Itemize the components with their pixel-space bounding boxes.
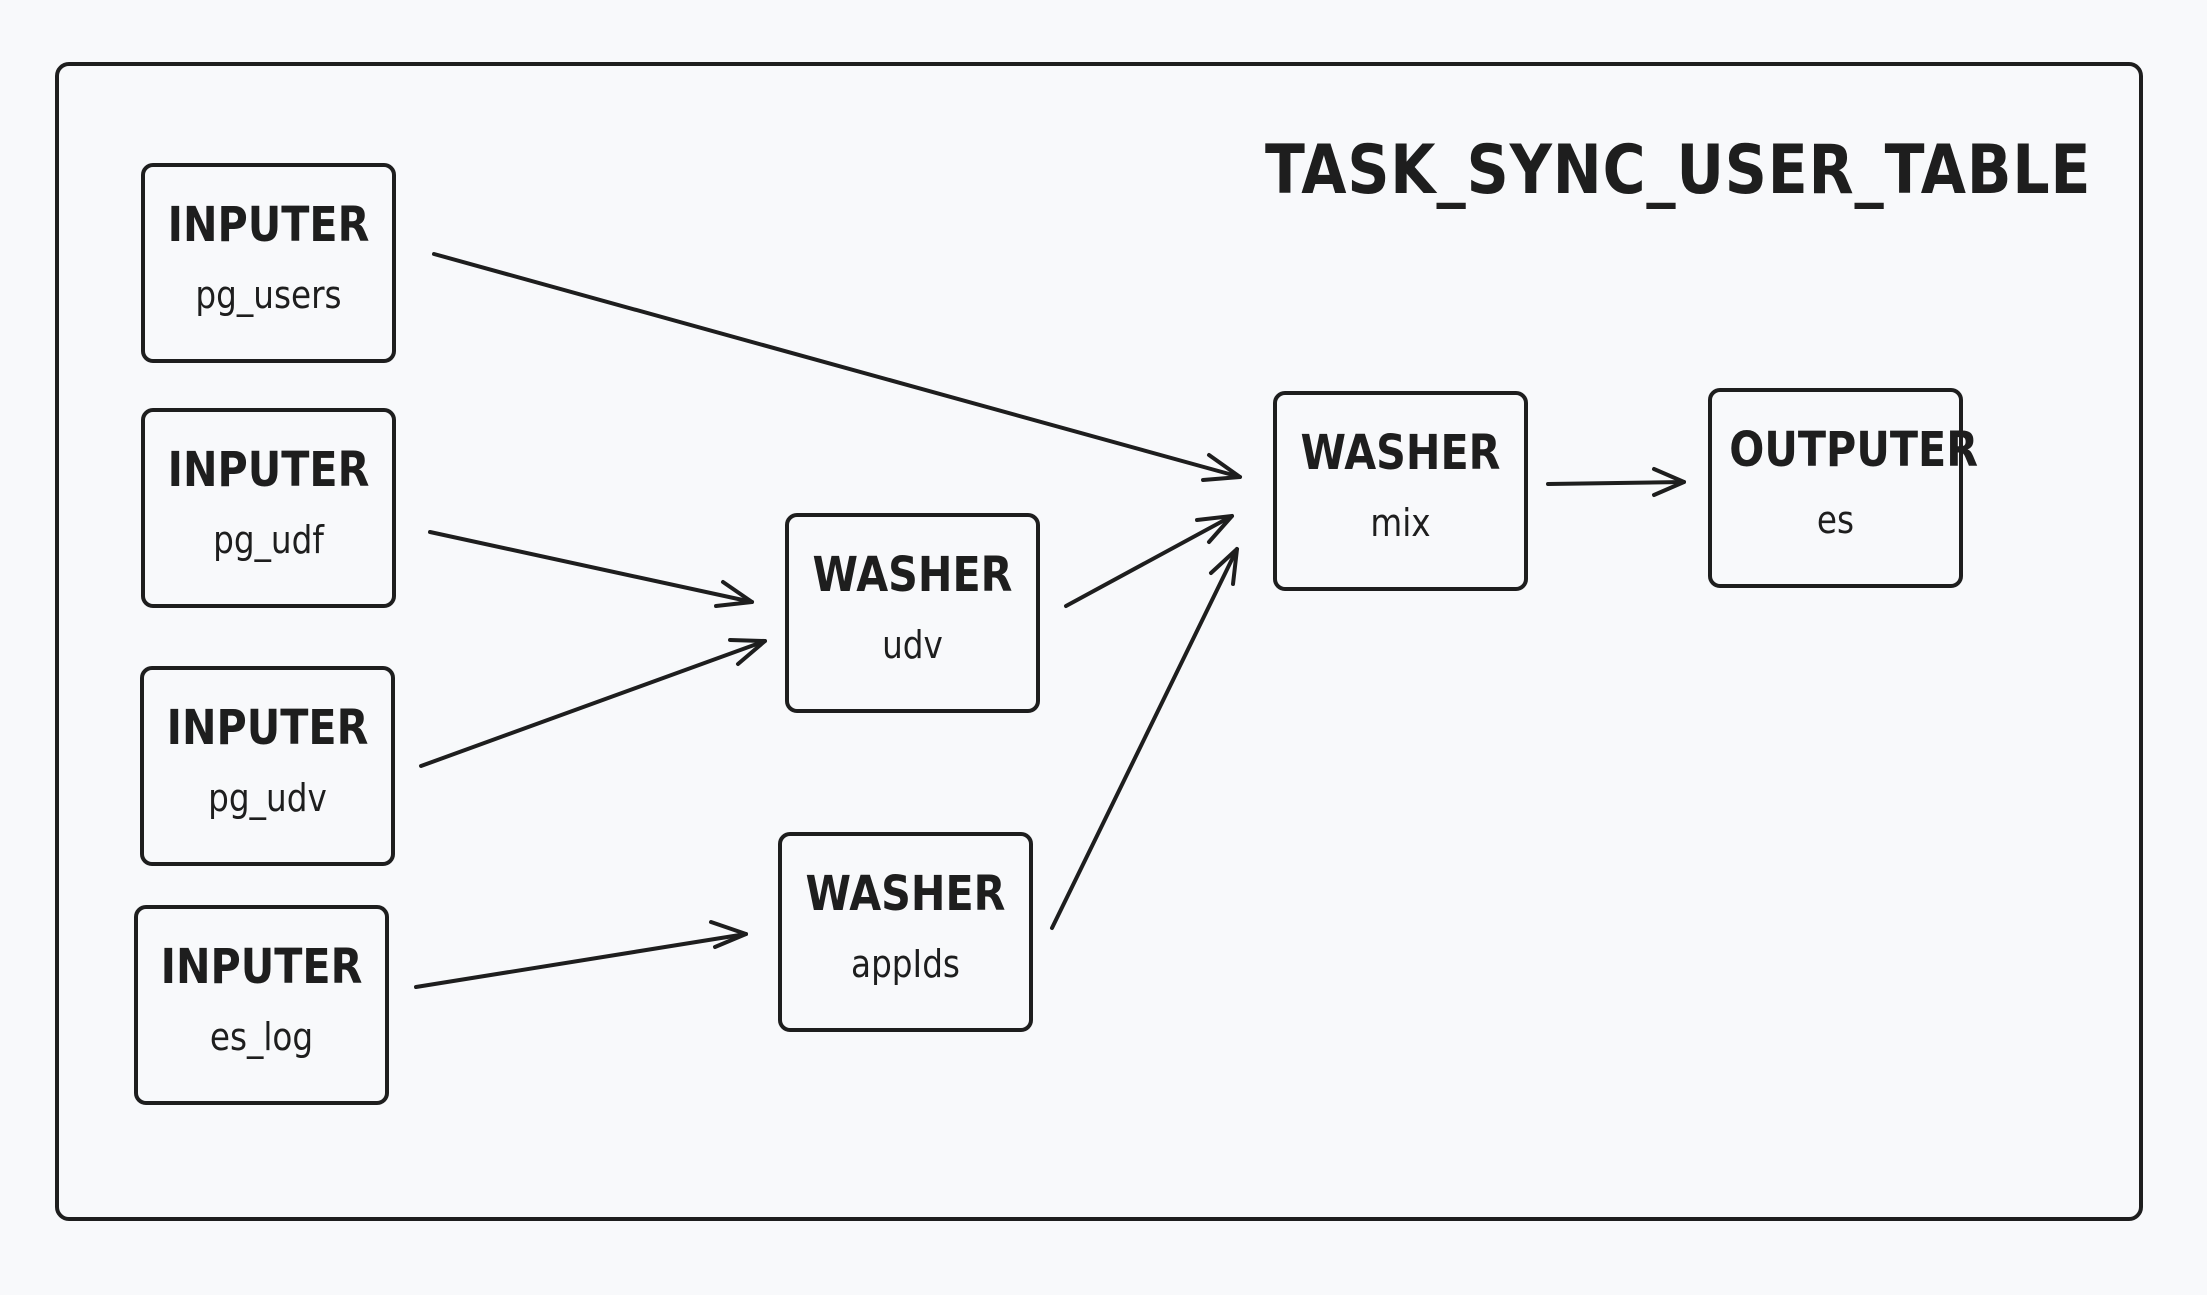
node-kind-label: WASHER — [805, 866, 1006, 922]
node-kind-label: WASHER — [812, 547, 1013, 603]
node-kind-label: OUTPUTER — [1729, 422, 1978, 478]
node-name-label: pg_udv — [208, 776, 327, 820]
node-kind-label: INPUTER — [167, 442, 370, 498]
node-name-label: pg_udf — [213, 518, 324, 562]
node-name-label: appIds — [851, 942, 960, 986]
edge-appids-to-mix — [1050, 547, 1239, 930]
node-name-label: udv — [882, 623, 943, 667]
node-name-label: es_log — [209, 1015, 314, 1059]
node-name-label: es — [1816, 498, 1855, 542]
diagram-title: TASK_SYNC_USER_TABLE — [1265, 131, 2092, 210]
edge-pg-users-to-mix — [432, 252, 1242, 482]
node-name-label: pg_users — [195, 273, 342, 317]
edge-pg-udv-to-udv — [419, 638, 767, 768]
node-inputer-pg-udf[interactable]: INPUTER pg_udf — [141, 408, 396, 608]
node-inputer-es-log[interactable]: INPUTER es_log — [134, 905, 389, 1105]
node-name-label: mix — [1370, 501, 1431, 545]
node-kind-label: INPUTER — [167, 197, 370, 253]
node-washer-mix[interactable]: WASHER mix — [1273, 391, 1528, 591]
node-outputer-es[interactable]: OUTPUTER es — [1708, 388, 1978, 588]
node-kind-label: INPUTER — [160, 939, 363, 995]
node-kind-label: WASHER — [1300, 425, 1501, 481]
node-washer-appids[interactable]: WASHER appIds — [778, 832, 1033, 1032]
node-inputer-pg-users[interactable]: INPUTER pg_users — [141, 163, 396, 363]
edge-pg-udf-to-udv — [428, 530, 754, 608]
edge-udv-to-mix — [1064, 514, 1234, 608]
node-washer-udv[interactable]: WASHER udv — [785, 513, 1040, 713]
node-kind-label: INPUTER — [166, 700, 369, 756]
node-inputer-pg-udv[interactable]: INPUTER pg_udv — [140, 666, 395, 866]
edge-mix-to-es — [1546, 467, 1686, 497]
task-frame — [55, 62, 2143, 1221]
edge-es-log-to-appids — [414, 920, 748, 989]
